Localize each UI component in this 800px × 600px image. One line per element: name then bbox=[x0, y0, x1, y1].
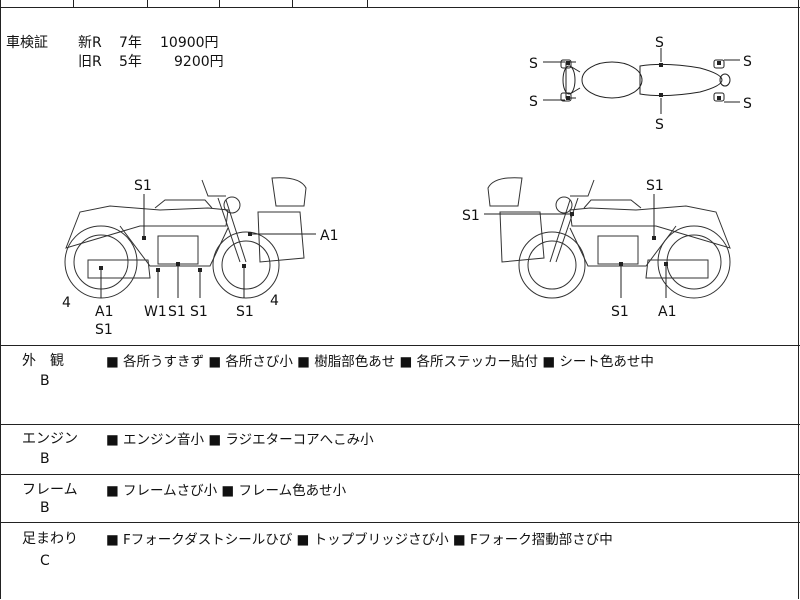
top-view-dots bbox=[566, 61, 721, 100]
right-mark-s1-left: S1 bbox=[462, 208, 480, 224]
section-items: ■ Fフォークダストシールひび ■ トップブリッジさび小 ■ Fフォーク摺動部さ… bbox=[106, 532, 613, 548]
divider bbox=[0, 424, 800, 425]
new-r-price: 10900円 bbox=[160, 35, 219, 51]
right-mark-s1-top: S1 bbox=[646, 178, 664, 194]
left-mark-w1: W1 bbox=[144, 304, 167, 320]
section-label: 外 観 bbox=[22, 353, 64, 369]
left-mark-s1-b: S1 bbox=[190, 304, 208, 320]
section-items: ■ 各所うすきず ■ 各所さび小 ■ 樹脂部色あせ ■ 各所ステッカー貼付 ■ … bbox=[106, 354, 654, 370]
right-bike-leaders bbox=[484, 194, 667, 298]
left-mark-4-left: 4 bbox=[62, 295, 71, 311]
new-r-years: 7年 bbox=[119, 35, 142, 51]
top-cell bbox=[219, 0, 293, 8]
left-mark-s1-bottom: S1 bbox=[95, 322, 113, 338]
divider bbox=[0, 474, 800, 475]
left-mark-a1-right: A1 bbox=[320, 228, 338, 244]
right-mark-a1-bottom: A1 bbox=[658, 304, 676, 320]
section-items: ■ フレームさび小 ■ フレーム色あせ小 bbox=[106, 483, 347, 499]
top-partial-row bbox=[0, 0, 800, 8]
section-items: ■ エンジン音小 ■ ラジエターコアへこみ小 bbox=[106, 432, 374, 448]
left-bike-leaders bbox=[100, 194, 316, 298]
top-mark: S bbox=[529, 56, 538, 72]
section-label: フレーム bbox=[22, 482, 78, 498]
right-mark-s1-bottom: S1 bbox=[611, 304, 629, 320]
section-grade: C bbox=[40, 553, 50, 569]
left-mark-4-right: 4 bbox=[270, 293, 279, 309]
top-cell bbox=[292, 0, 368, 8]
section-grade: B bbox=[40, 451, 50, 467]
old-r-label: 旧R bbox=[78, 54, 102, 70]
left-mark-s1-c: S1 bbox=[236, 304, 254, 320]
top-mark: S bbox=[655, 35, 664, 51]
section-label: 足まわり bbox=[22, 531, 78, 547]
top-view-leaders bbox=[543, 48, 740, 114]
section-grade: B bbox=[40, 500, 50, 516]
new-r-label: 新R bbox=[78, 35, 102, 51]
right-bike-dots bbox=[570, 212, 668, 266]
damage-diagram: S S S S S S S1 A1 bbox=[62, 35, 752, 338]
section-grade: B bbox=[40, 373, 50, 389]
divider bbox=[0, 345, 800, 346]
left-mark-s1-top: S1 bbox=[134, 178, 152, 194]
left-mark-a1-bottom: A1 bbox=[95, 304, 113, 320]
right-side-bike bbox=[487, 177, 731, 299]
old-r-price: 9200円 bbox=[174, 54, 224, 70]
top-view-bike bbox=[560, 59, 731, 102]
old-r-years: 5年 bbox=[119, 54, 142, 70]
top-cell bbox=[367, 0, 800, 8]
divider bbox=[0, 522, 800, 523]
top-mark: S bbox=[743, 54, 752, 70]
top-cell bbox=[0, 0, 74, 8]
section-label: エンジン bbox=[22, 431, 78, 447]
top-mark: S bbox=[529, 94, 538, 110]
top-mark: S bbox=[655, 117, 664, 133]
top-cell bbox=[147, 0, 220, 8]
left-mark-s1-a: S1 bbox=[168, 304, 186, 320]
top-cell bbox=[73, 0, 148, 8]
inspection-label: 車検証 bbox=[6, 35, 48, 51]
top-mark: S bbox=[743, 96, 752, 112]
